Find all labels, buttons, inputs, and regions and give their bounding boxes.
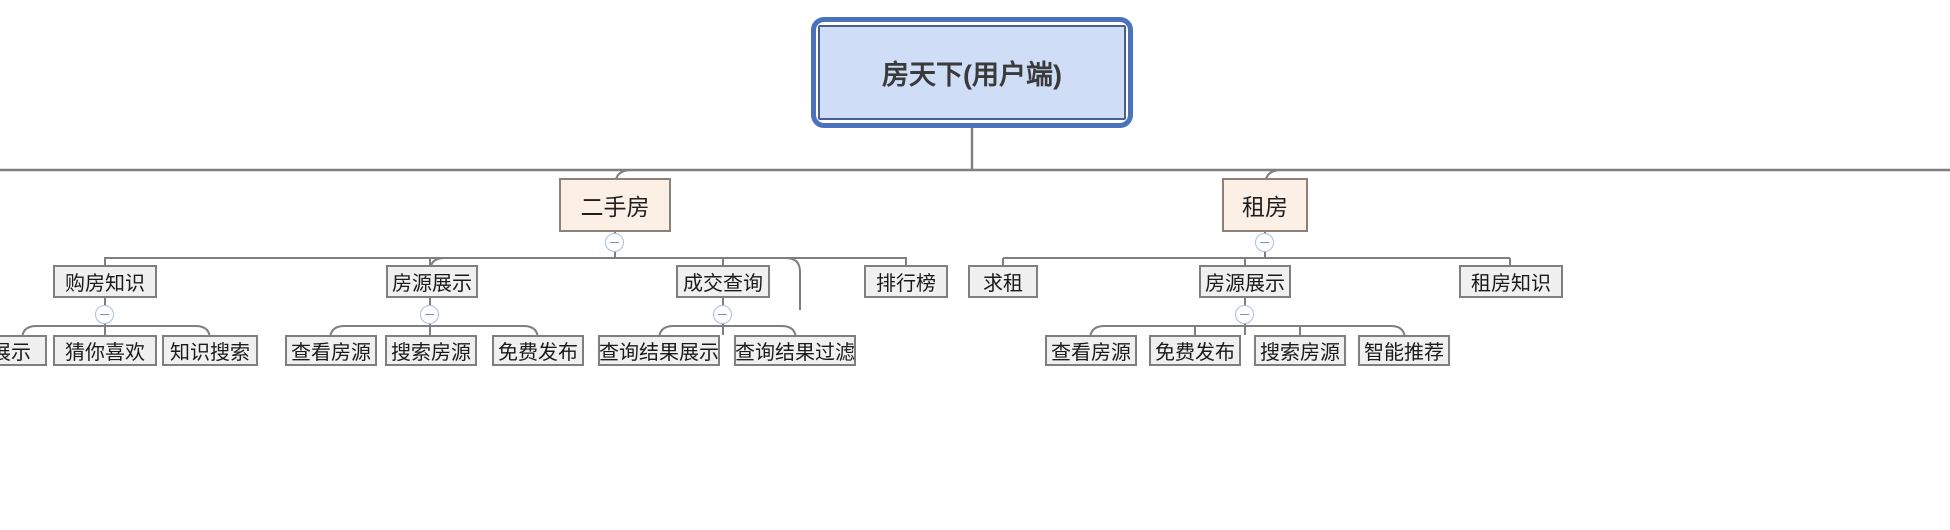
section-node-goufangzhishi[interactable]: 购房知识 — [53, 265, 157, 298]
minus-icon — [718, 313, 727, 316]
leaf-node-zhanshi[interactable]: 展示 — [0, 335, 47, 366]
leaf-node-cainixihuan[interactable]: 猜你喜欢 — [53, 335, 157, 366]
leaf-node-chakanfangyuan-ershou[interactable]: 查看房源 — [285, 335, 377, 366]
section-node-paihangbang[interactable]: 排行榜 — [864, 265, 948, 298]
leaf-node-sousuofangyuan-ershou[interactable]: 搜索房源 — [385, 335, 477, 366]
leaf-node-sousuofangyuan-zufang[interactable]: 搜索房源 — [1254, 335, 1346, 366]
root-selection-outline — [811, 17, 1133, 128]
minus-icon — [1240, 313, 1249, 316]
section-node-fangyuanzhanshi-ershou[interactable]: 房源展示 — [386, 265, 478, 298]
leaf-node-chakanfangyuan-zufang[interactable]: 查看房源 — [1045, 335, 1137, 366]
collapse-toggle-fangyuanzhanshi-zufang[interactable] — [1235, 305, 1254, 324]
section-node-chengjiaochaxun[interactable]: 成交查询 — [676, 265, 770, 298]
collapse-toggle-chengjiaochaxun[interactable] — [713, 305, 732, 324]
leaf-node-mianfeifabu-ershou[interactable]: 免费发布 — [492, 335, 584, 366]
leaf-node-mianfeifabu-zufang[interactable]: 免费发布 — [1149, 335, 1241, 366]
category-node-ershoufang[interactable]: 二手房 — [559, 178, 671, 232]
minus-icon — [100, 313, 109, 316]
minus-icon — [1260, 241, 1269, 244]
leaf-node-chaxunjieguoguolv[interactable]: 查询结果过滤 — [734, 335, 856, 366]
connector-cat0-to-s00 — [104, 257, 430, 265]
section-node-qiuzu[interactable]: 求租 — [968, 265, 1038, 298]
leaf-node-chaxunjieguozhanshi[interactable]: 查询结果展示 — [598, 335, 720, 366]
connector-cat0-to-s03 — [800, 257, 907, 265]
category-node-zufang[interactable]: 租房 — [1222, 178, 1308, 232]
root-node[interactable]: 房天下(用户端) — [818, 25, 1126, 120]
collapse-toggle-zufang[interactable] — [1255, 233, 1274, 252]
section-node-zufangzhishi[interactable]: 租房知识 — [1459, 265, 1563, 298]
leaf-node-zhishisousuo[interactable]: 知识搜索 — [162, 335, 258, 366]
minus-icon — [610, 241, 619, 244]
collapse-toggle-goufangzhishi[interactable] — [95, 305, 114, 324]
leaf-node-zhinengtuijian[interactable]: 智能推荐 — [1358, 335, 1450, 366]
minus-icon — [425, 313, 434, 316]
collapse-toggle-fangyuanzhanshi-ershou[interactable] — [420, 305, 439, 324]
collapse-toggle-ershoufang[interactable] — [605, 233, 624, 252]
section-node-fangyuanzhanshi-zufang[interactable]: 房源展示 — [1199, 265, 1291, 298]
